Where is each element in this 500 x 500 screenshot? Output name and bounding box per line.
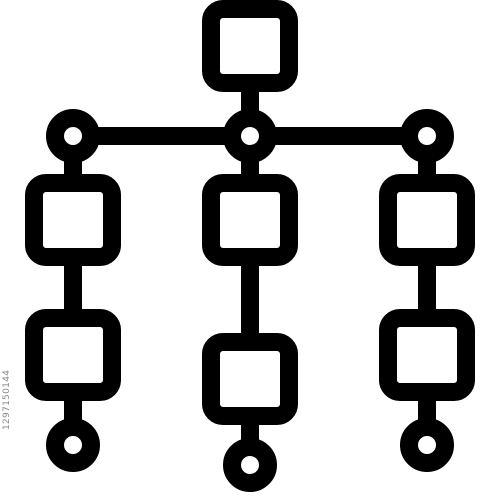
left-node-box-1 (25, 174, 121, 266)
junction-node-right (400, 109, 454, 163)
right-end-node (400, 418, 454, 472)
left-end-node (46, 418, 100, 472)
stock-id-label: 1297150144 (2, 369, 12, 431)
right-node-box-1 (379, 174, 475, 266)
junction-node-left (46, 109, 100, 163)
center-node-box-1 (202, 174, 298, 266)
root-node-box (202, 0, 298, 92)
center-end-node (223, 438, 277, 492)
center-node-box-2 (202, 333, 298, 425)
right-node-box-2 (379, 309, 475, 401)
junction-node-center (223, 109, 277, 163)
left-node-box-2 (25, 309, 121, 401)
